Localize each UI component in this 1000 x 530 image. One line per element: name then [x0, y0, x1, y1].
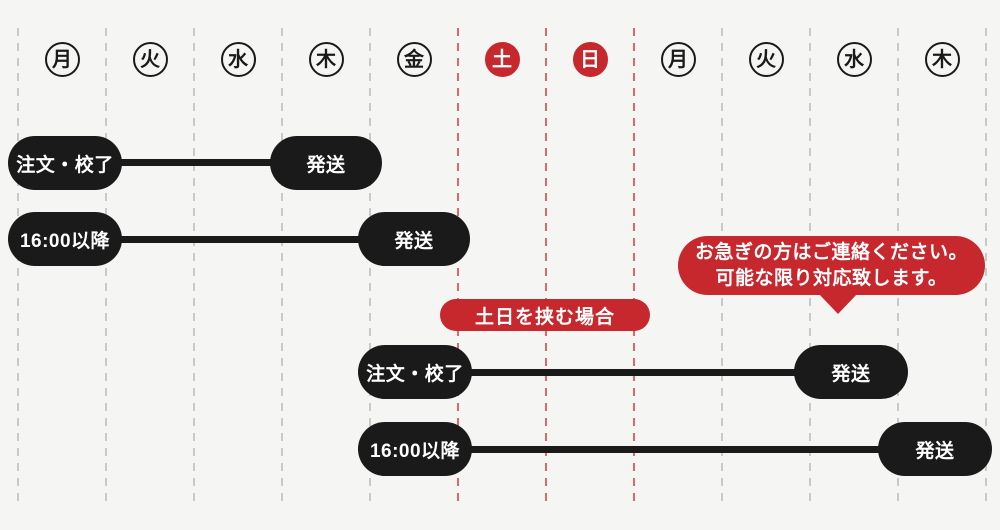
- day-circle-sun: 日: [572, 42, 608, 77]
- grid-line: [105, 28, 107, 502]
- timeline-connector: [415, 369, 851, 376]
- timeline-start-pill: 16:00以降: [358, 422, 472, 476]
- timeline-connector: [415, 446, 935, 453]
- grid-line: [17, 28, 19, 502]
- timeline-start-pill: 注文・校了: [8, 136, 122, 190]
- timeline-end-pill: 発送: [358, 212, 470, 266]
- grid-line: [369, 28, 371, 502]
- day-circle-wed-1: 水: [220, 42, 256, 77]
- day-circle-tue-1: 火: [132, 42, 168, 77]
- day-circle-fri-1: 金: [396, 42, 432, 77]
- day-circle-thu-2: 木: [924, 42, 960, 77]
- day-circle-sat: 土: [484, 42, 520, 77]
- day-circle-thu-1: 木: [308, 42, 344, 77]
- day-circle-mon-1: 月: [44, 42, 80, 77]
- day-circle-mon-2: 月: [660, 42, 696, 77]
- rush-contact-callout: お急ぎの方はご連絡ください。 可能な限り対応致します。: [678, 236, 985, 314]
- weekend-case-badge: 土日を挟む場合: [440, 299, 650, 331]
- callout-line-1: お急ぎの方はご連絡ください。: [694, 241, 968, 263]
- timeline-start-pill: 16:00以降: [8, 212, 122, 266]
- callout-tail: [818, 293, 858, 314]
- day-circle-wed-2: 水: [836, 42, 872, 77]
- grid-line: [985, 28, 987, 502]
- callout-line-2: 可能な限り対応致します。: [715, 267, 948, 289]
- grid-line-weekend: [633, 28, 635, 502]
- timeline-connector: [60, 159, 330, 166]
- grid-line-weekend: [457, 28, 459, 502]
- grid-line-weekend: [545, 28, 547, 502]
- day-circle-tue-2: 火: [748, 42, 784, 77]
- grid-line: [281, 28, 283, 502]
- timeline-end-pill: 発送: [878, 422, 992, 476]
- timeline-start-pill: 注文・校了: [358, 345, 472, 399]
- timeline-end-pill: 発送: [794, 345, 908, 399]
- grid-line: [193, 28, 195, 502]
- timeline-end-pill: 発送: [270, 136, 382, 190]
- timeline-connector: [60, 236, 414, 243]
